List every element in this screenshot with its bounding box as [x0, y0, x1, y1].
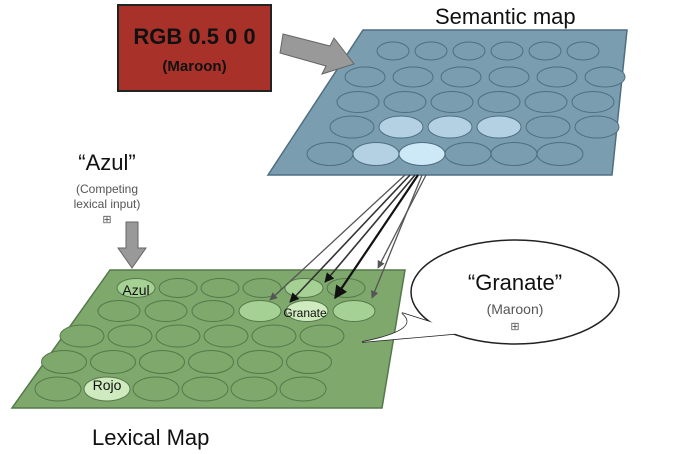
- connection-arrow: [334, 174, 419, 300]
- map-node: [336, 91, 380, 113]
- map-node: [524, 91, 568, 113]
- semantic-map-nodes: [306, 41, 626, 166]
- map-node: [392, 66, 434, 88]
- bubble-word: “Granate”: [468, 270, 562, 295]
- map-node: [299, 324, 345, 348]
- map-node: [230, 376, 278, 402]
- lexical-map-nodes: [34, 278, 376, 402]
- connection-arrow: [371, 174, 423, 299]
- rgb-value-label: RGB 0.5 0 0: [133, 24, 255, 49]
- map-node: [584, 66, 626, 88]
- connection-arrow: [377, 174, 427, 269]
- map-node: [191, 300, 235, 322]
- azul-input-note-line1: (Competing: [76, 182, 138, 196]
- map-node: [440, 66, 482, 88]
- map-node: [490, 41, 524, 61]
- map-node: [41, 350, 87, 374]
- map-node: [279, 376, 327, 402]
- map-node: [203, 324, 249, 348]
- connection-arrow: [269, 174, 406, 301]
- active-node: [378, 115, 424, 139]
- map-node: [525, 115, 571, 139]
- map-node: [344, 66, 386, 88]
- map-node: [34, 376, 82, 402]
- map-node: [306, 142, 354, 166]
- connection-arrow: [324, 174, 416, 283]
- map-node: [132, 376, 180, 402]
- map-node: [97, 300, 141, 322]
- azul-expand-icon[interactable]: ⊞: [102, 214, 111, 226]
- active-node: [332, 300, 376, 322]
- active-node: [285, 300, 329, 322]
- azul-to-lexical-arrow: [117, 221, 147, 269]
- active-node: [476, 115, 522, 139]
- azul-input-note-line2: lexical input): [74, 197, 141, 211]
- map-node: [574, 115, 620, 139]
- lexical-map-title: Lexical Map: [92, 425, 209, 450]
- map-node: [158, 278, 198, 298]
- bubble-gloss: (Maroon): [487, 301, 544, 317]
- map-node: [376, 41, 410, 61]
- semantic-map-title: Semantic map: [435, 4, 576, 29]
- map-node: [488, 66, 530, 88]
- map-node: [251, 324, 297, 348]
- rgb-to-semantic-arrow: [279, 33, 355, 75]
- map-node: [444, 142, 492, 166]
- map-node: [528, 41, 562, 61]
- active-node: [238, 300, 282, 322]
- map-node: [188, 350, 234, 374]
- map-node: [383, 91, 427, 113]
- rgb-color-name: (Maroon): [162, 58, 226, 75]
- map-node: [452, 41, 486, 61]
- map-node: [139, 350, 185, 374]
- active-node: [352, 142, 400, 166]
- semantic-map: [266, 29, 628, 176]
- active-node: [398, 142, 446, 166]
- map-node: [430, 91, 474, 113]
- map-node: [536, 142, 584, 166]
- map-node: [200, 278, 240, 298]
- azul-input-word: “Azul”: [78, 150, 135, 175]
- map-node: [286, 350, 332, 374]
- bubble-expand-icon[interactable]: ⊞: [510, 321, 519, 333]
- map-node: [181, 376, 229, 402]
- map-node: [414, 41, 448, 61]
- active-node: [116, 278, 156, 298]
- node-label-azul: Azul: [122, 282, 149, 298]
- map-node: [490, 142, 538, 166]
- map-node: [144, 300, 188, 322]
- map-node: [566, 41, 600, 61]
- map-node: [90, 350, 136, 374]
- map-node: [107, 324, 153, 348]
- rgb-input-box: RGB 0.5 0 0 (Maroon): [117, 4, 272, 92]
- granate-speech-bubble: “Granate” (Maroon) ⊞: [361, 239, 620, 345]
- map-node: [237, 350, 283, 374]
- active-node: [427, 115, 473, 139]
- map-node: [329, 115, 375, 139]
- connection-arrow: [289, 174, 411, 303]
- node-label-rojo: Rojo: [93, 377, 122, 393]
- semantic-to-lexical-connections: [269, 174, 427, 303]
- map-node: [477, 91, 521, 113]
- map-node: [571, 91, 615, 113]
- map-node: [536, 66, 578, 88]
- active-node: [83, 376, 131, 402]
- map-node: [155, 324, 201, 348]
- map-node: [59, 324, 105, 348]
- node-label-granate: Granate: [283, 306, 327, 320]
